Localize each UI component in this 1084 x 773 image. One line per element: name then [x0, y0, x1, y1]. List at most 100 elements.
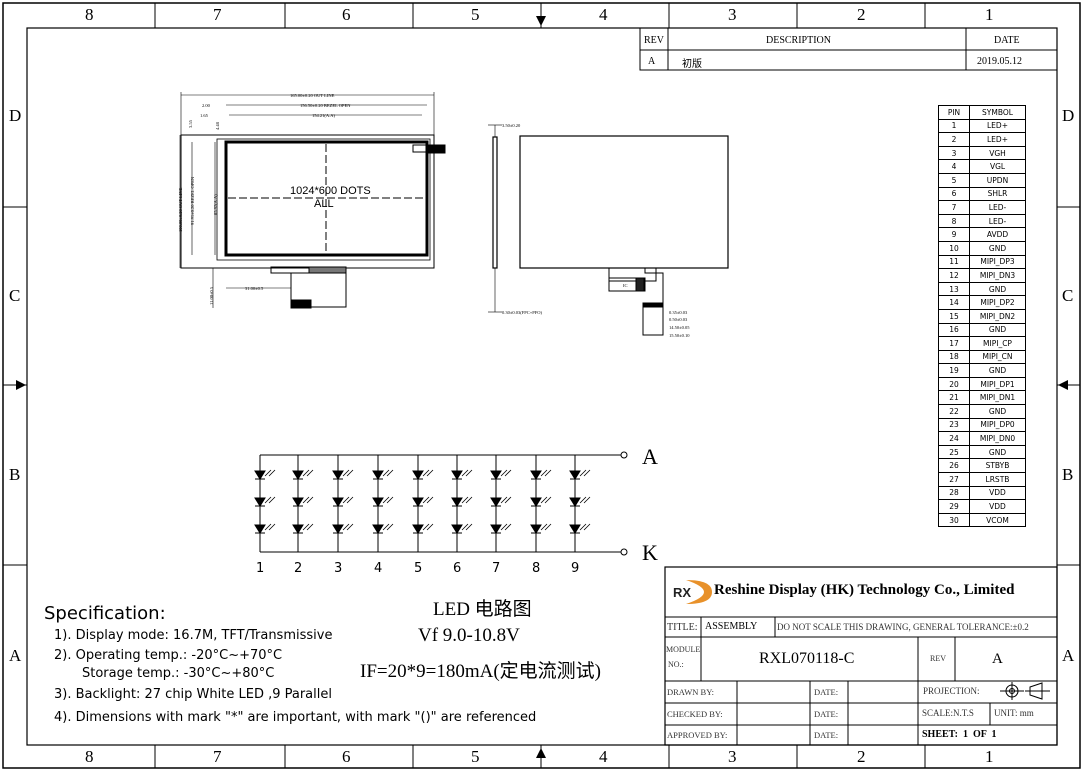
zone-column-label: 4 [599, 747, 608, 766]
led-string-number: 6 [453, 561, 462, 576]
pin-symbol: MIPI_DP1 [969, 376, 1026, 392]
pin-number: 23 [938, 417, 970, 433]
led-diode [372, 497, 384, 507]
zone-row-label: C [1062, 286, 1074, 305]
pin-number: 13 [938, 281, 970, 297]
led-string-number: 4 [374, 561, 383, 576]
led-diode [412, 470, 424, 480]
pin-number: 20 [938, 376, 970, 392]
zone-column-label: 1 [985, 747, 994, 766]
rev-header: REV [644, 35, 664, 46]
description-header: DESCRIPTION [766, 35, 832, 46]
pin-symbol: GND [969, 281, 1026, 297]
pin-number: 25 [938, 444, 970, 460]
description-value: 初版 [682, 59, 702, 70]
dim-aa-height: 85.92(A.A) [213, 194, 218, 215]
company-name: Reshine Display (HK) Technology Co., Lim… [714, 582, 1015, 598]
pin-number: 11 [938, 254, 970, 270]
pin-symbol: VDD [969, 499, 1026, 514]
forward-current: IF=20*9=180mA(定电流测试) [360, 661, 601, 682]
zone-row-label: D [9, 106, 22, 125]
logo-text: RX [673, 585, 691, 600]
led-diode [372, 470, 384, 480]
rear-view-dimensions: IC 0.35±0.03 0.50±0.03 14.50±0.05 15.50±… [623, 283, 690, 338]
zone-column-label: 5 [471, 5, 480, 24]
led-diode [292, 524, 304, 534]
spec-title: Specification: [44, 603, 166, 624]
zone-row-label: A [9, 646, 22, 665]
pin-symbol: LED+ [969, 118, 1026, 134]
zone-column-label: 4 [599, 5, 608, 24]
company-logo: RX [672, 580, 712, 604]
dim-outline-height: 100.00±0.20 OUT LINE [178, 187, 183, 232]
pin-number: 26 [938, 458, 970, 474]
dim-pitch-a: 0.35±0.03 [669, 310, 688, 315]
pin-symbol: VGL [969, 159, 1026, 174]
pin-symbol: MIPI_DP2 [969, 295, 1026, 310]
rev-label: REV [930, 654, 946, 663]
pin-symbol: MIPI_DP0 [969, 417, 1026, 433]
led-circuit [254, 451, 628, 556]
led-diode [332, 524, 344, 534]
pin-number: 22 [938, 404, 970, 419]
led-diode [490, 470, 502, 480]
led-diode [254, 524, 266, 534]
led-string-number: 8 [532, 561, 541, 576]
module-no-label: NO.: [668, 660, 684, 669]
dim-2: 2.00 [202, 103, 211, 108]
rev-letter: A [992, 651, 1003, 667]
pin-number: 10 [938, 240, 970, 256]
dim-outline-width: 165.00±0.20 OUT LINE [290, 93, 335, 98]
pin-symbol: MIPI_CN [969, 349, 1026, 365]
pin-symbol: GND [969, 322, 1026, 338]
pin-symbol: UPDN [969, 172, 1026, 188]
led-diode [569, 497, 581, 507]
date-header: DATE [994, 35, 1020, 46]
dim-bezel-width: 156.50±0.20 BEZEL OPEN [300, 103, 351, 108]
unit-label: UNIT: mm [994, 708, 1034, 718]
dim-thickness: 3.50±0.20 [502, 123, 521, 128]
checked-by-label: CHECKED BY: [667, 709, 723, 719]
zone-column-label: 5 [471, 747, 480, 766]
title-block-lines [664, 566, 1058, 746]
pin-number: 28 [938, 485, 970, 501]
pin-symbol: GND [969, 363, 1026, 378]
pin-number: 15 [938, 308, 970, 324]
side-view-dimensions: 3.50±0.20 0.30±0.03(FPC+PFO) [502, 123, 543, 315]
pin-number: 3 [938, 145, 970, 161]
date-label-2: DATE: [814, 709, 839, 719]
front-view [179, 92, 446, 309]
pin-symbol: MIPI_DN3 [969, 268, 1026, 283]
pin-symbol: LED- [969, 213, 1026, 229]
spec-line-1: 1). Display mode: 16.7M, TFT/Transmissiv… [54, 628, 333, 643]
zone-row-label: A [1062, 646, 1075, 665]
zone-column-label: 8 [85, 5, 94, 24]
dim-4-48: 4.48 [215, 121, 220, 130]
zone-column-label: 2 [857, 747, 866, 766]
projection-label: PROJECTION: [923, 686, 980, 696]
pin-number: 17 [938, 336, 970, 351]
module-label: MODULE [666, 645, 701, 654]
led-string-number: 9 [571, 561, 580, 576]
tolerance-note: DO NOT SCALE THIS DRAWING, GENERAL TOLER… [777, 622, 1029, 632]
pin-number: 19 [938, 363, 970, 378]
zone-row-label: D [1062, 106, 1075, 125]
pin-number: 18 [938, 349, 970, 365]
pin-symbol: VGH [969, 145, 1026, 161]
